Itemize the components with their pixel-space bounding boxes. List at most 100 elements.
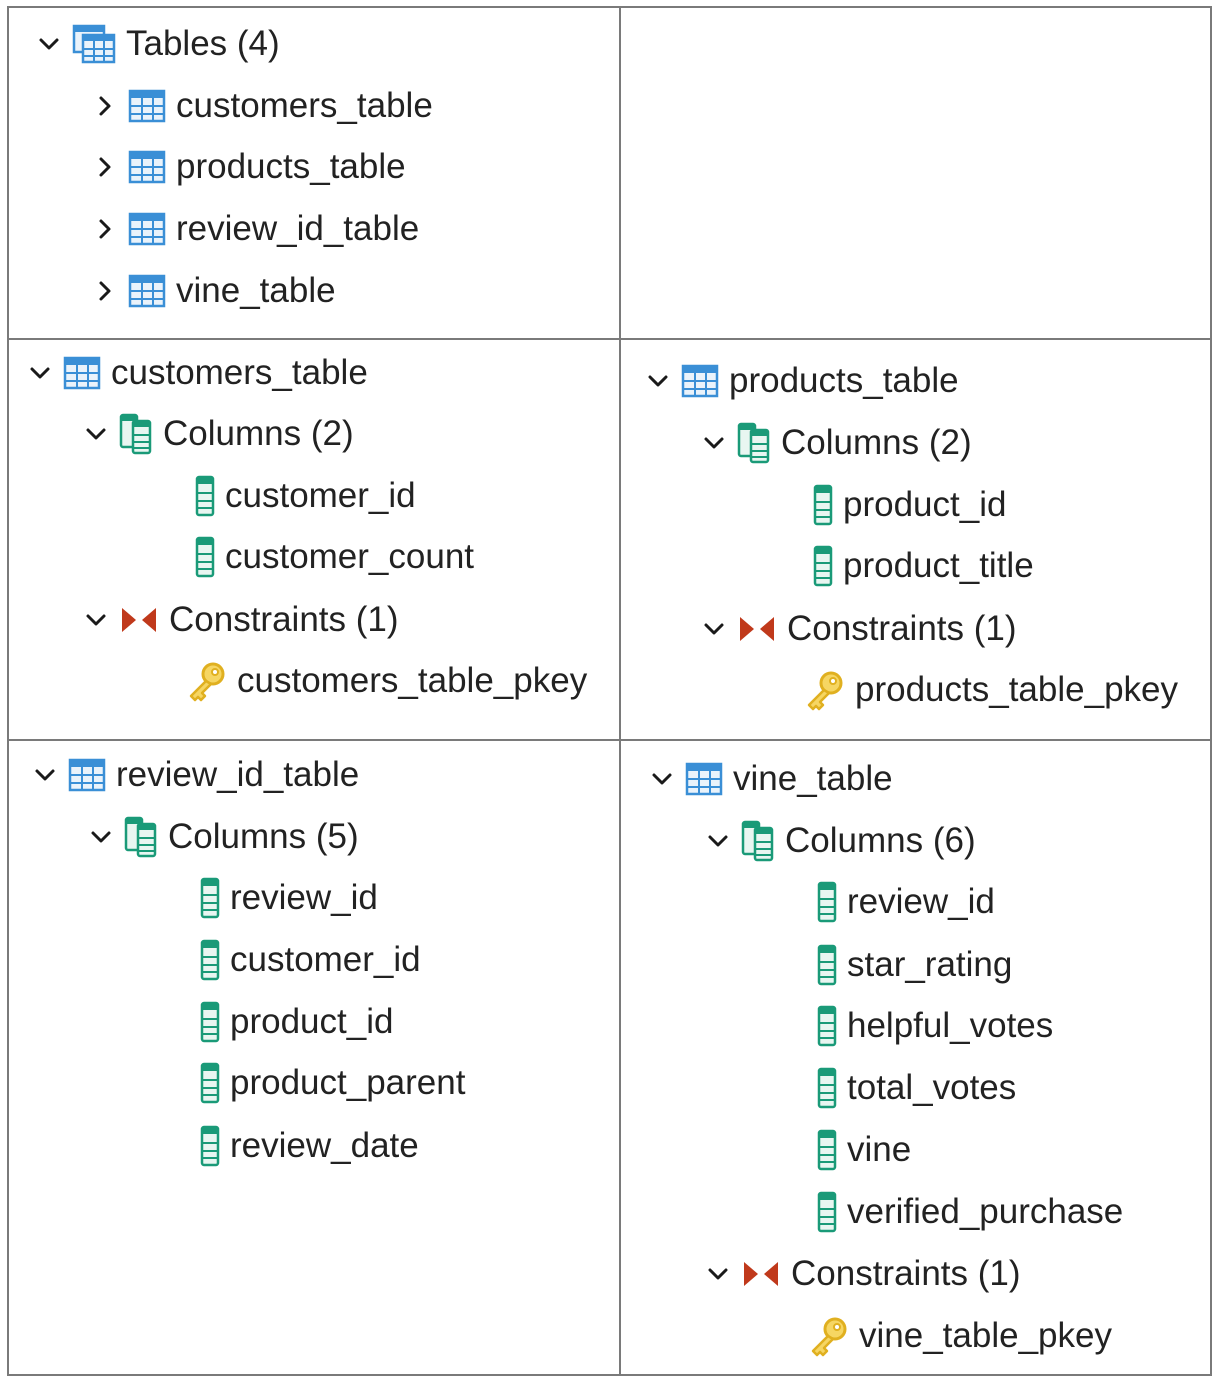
tables-icon [72,24,116,64]
table-icon [128,150,166,184]
tree-node-column[interactable]: product_id [200,1000,393,1044]
column-icon [195,536,215,578]
table-label: customers_table [176,86,433,125]
tree-node-columns[interactable]: Columns (2) [83,412,354,456]
tree-node-table[interactable]: customers_table [27,351,368,395]
chevron-down-icon[interactable] [88,824,114,850]
columns-header-label: Columns (6) [785,821,976,860]
tree-node-column[interactable]: star_rating [817,943,1012,987]
column-icon [817,1005,837,1047]
grid-horizontal-divider-2 [7,739,1212,741]
chevron-right-icon[interactable] [92,216,118,242]
tree-node-table[interactable]: vine_table [649,757,893,801]
table-icon [685,762,723,796]
column-label: review_id [230,878,378,917]
tree-node-column[interactable]: vine [817,1128,911,1172]
tree-node-table[interactable]: customers_table [92,84,433,128]
chevron-down-icon[interactable] [83,421,109,447]
table-icon [128,274,166,308]
column-label: review_id [847,882,995,921]
tree-node-table[interactable]: review_id_table [32,753,359,797]
column-label: verified_purchase [847,1192,1124,1231]
table-label: review_id_table [176,209,420,248]
column-icon [817,1129,837,1171]
column-icon [817,1191,837,1233]
tree-node-constraints[interactable]: Constraints (1) [701,607,1017,651]
tree-node-column[interactable]: review_id [817,880,995,924]
tree-node-column[interactable]: product_title [813,544,1034,588]
column-label: product_id [843,485,1007,524]
column-label: total_votes [847,1068,1017,1107]
tree-node-table[interactable]: products_table [645,359,959,403]
column-label: customer_id [225,476,416,515]
constraint-label: products_table_pkey [855,670,1178,709]
chevron-down-icon[interactable] [36,31,62,57]
chevron-down-icon[interactable] [645,368,671,394]
panel-grid-border [7,6,1212,1376]
table-label: products_table [176,147,406,186]
constraints-icon [741,1259,781,1289]
constraint-label: vine_table_pkey [859,1316,1112,1355]
tree-node-column[interactable]: review_id [200,876,378,920]
tree-node-table[interactable]: products_table [92,145,406,189]
tree-node-columns[interactable]: Columns (6) [705,819,976,863]
chevron-right-icon[interactable] [92,278,118,304]
chevron-right-icon[interactable] [92,154,118,180]
columns-header-label: Columns (5) [168,817,359,856]
table-label: vine_table [733,759,893,798]
table-icon [63,356,101,390]
tree-node-constraints[interactable]: Constraints (1) [83,598,399,642]
chevron-down-icon[interactable] [701,430,727,456]
tree-node-column[interactable]: customer_id [200,938,421,982]
columns-icon [741,820,775,862]
table-icon [681,364,719,398]
column-label: customer_id [230,940,421,979]
column-label: product_title [843,546,1034,585]
tree-node-columns[interactable]: Columns (2) [701,421,972,465]
tables-header-label: Tables (4) [126,24,280,63]
tree-node-column[interactable]: customer_count [195,535,474,579]
column-icon [200,1001,220,1043]
column-label: product_id [230,1002,394,1041]
chevron-down-icon[interactable] [705,828,731,854]
constraints-icon [737,614,777,644]
tree-node-column[interactable]: product_id [813,483,1006,527]
chevron-down-icon[interactable] [27,360,53,386]
chevron-down-icon[interactable] [83,607,109,633]
tree-node-columns[interactable]: Columns (5) [88,815,359,859]
tree-node-column[interactable]: customer_id [195,474,416,518]
tree-node-column[interactable]: verified_purchase [817,1190,1123,1234]
tree-node-column[interactable]: total_votes [817,1066,1016,1110]
tree-node-tables[interactable]: Tables (4) [36,22,280,66]
tree-node-column[interactable]: helpful_votes [817,1004,1053,1048]
chevron-down-icon[interactable] [705,1261,731,1287]
table-icon [128,89,166,123]
tree-node-table[interactable]: vine_table [92,269,336,313]
column-icon [813,484,833,526]
column-icon [200,877,220,919]
key-icon [803,669,845,711]
chevron-down-icon[interactable] [32,762,58,788]
column-label: helpful_votes [847,1006,1054,1045]
tree-node-constraint[interactable]: vine_table_pkey [807,1314,1112,1358]
chevron-right-icon[interactable] [92,93,118,119]
constraints-header-label: Constraints (1) [787,609,1017,648]
key-icon [185,660,227,702]
tree-node-table[interactable]: review_id_table [92,207,419,251]
column-label: vine [847,1130,912,1169]
constraints-header-label: Constraints (1) [169,600,399,639]
table-icon [68,758,106,792]
table-label: vine_table [176,271,336,310]
columns-icon [737,422,771,464]
tree-node-column[interactable]: product_parent [200,1061,465,1105]
tree-node-column[interactable]: review_date [200,1124,419,1168]
chevron-down-icon[interactable] [649,766,675,792]
tree-node-constraint[interactable]: customers_table_pkey [185,659,587,703]
chevron-down-icon[interactable] [701,616,727,642]
columns-header-label: Columns (2) [781,423,972,462]
column-icon [817,881,837,923]
tree-node-constraint[interactable]: products_table_pkey [803,668,1178,712]
tree-node-constraints[interactable]: Constraints (1) [705,1252,1021,1296]
grid-horizontal-divider-1 [7,338,1212,340]
column-icon [200,1125,220,1167]
